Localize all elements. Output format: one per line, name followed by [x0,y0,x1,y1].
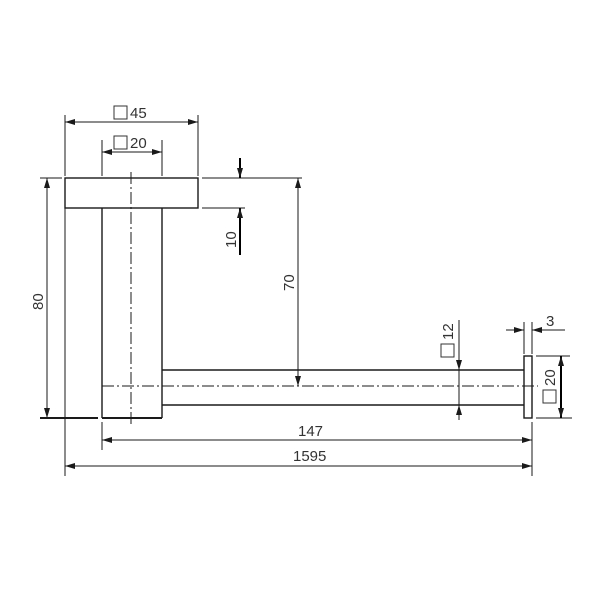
end-cap [523,355,533,419]
dim-flange-thickness-label: 10 [223,231,240,248]
dim-post-width: 20 [102,135,162,155]
dim-overall-height: 80 [30,178,50,418]
dim-post-width-label: 20 [130,135,147,152]
dim-bar-section-label: 12 [440,323,457,340]
dim-flange-width: 45 [65,105,198,125]
dim-end-cap-thickness: 3 [506,313,565,333]
support-post [101,208,163,418]
extension-lines [40,115,572,476]
dim-bar-height-label: 70 [281,274,298,291]
dim-flange-thickness: 10 [223,158,243,255]
dim-flange-width-label: 45 [130,105,147,122]
dim-projection: 147 [102,423,532,443]
part-outline [40,177,533,419]
dim-end-cap-section: 20 [542,356,564,418]
dim-overall-length-label: 1595 [293,448,326,465]
dim-projection-label: 147 [298,423,323,440]
center-lines [102,172,538,424]
holder-bar [162,369,524,406]
dim-bar-height: 70 [281,178,301,386]
dim-end-cap-section-label: 20 [542,369,559,386]
dim-overall-height-label: 80 [30,293,47,310]
dim-overall-length: 1595 [65,448,532,469]
dim-end-cap-thickness-label: 3 [546,313,554,330]
dim-bar-section: 12 [440,320,462,420]
